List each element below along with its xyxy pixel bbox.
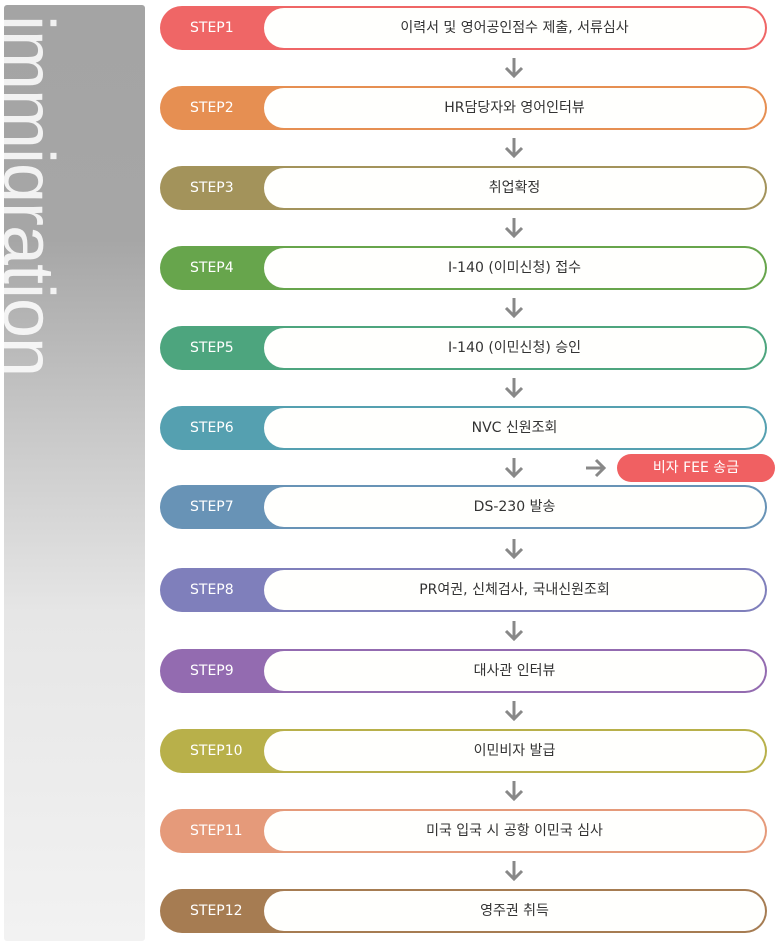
arrow-down-icon — [504, 58, 524, 79]
step-description: NVC 신원조회 — [264, 408, 765, 448]
step-row: STEP10 이민비자 발급 — [160, 729, 767, 773]
step-row: STEP5 I-140 (이민신청) 승인 — [160, 326, 767, 370]
step-description: 미국 입국 시 공항 이민국 심사 — [264, 811, 765, 851]
arrow-down-icon — [504, 538, 524, 559]
step-label: STEP1 — [190, 20, 234, 36]
step-description: I-140 (이미신청) 접수 — [264, 248, 765, 288]
step-label: STEP3 — [190, 180, 234, 196]
step-row: STEP4 I-140 (이미신청) 접수 — [160, 246, 767, 290]
arrow-down-icon — [504, 781, 524, 802]
visa-fee-badge: 비자 FEE 송금 — [617, 454, 775, 482]
step-row: STEP12 영주권 취득 — [160, 889, 767, 933]
step-description: 취업확정 — [264, 168, 765, 208]
step-label: STEP4 — [190, 260, 234, 276]
step-label: STEP7 — [190, 499, 234, 515]
step-row: STEP6 NVC 신원조회 — [160, 406, 767, 450]
arrow-down-icon — [504, 620, 524, 641]
arrow-right-icon — [586, 458, 607, 478]
step-label: STEP12 — [190, 903, 243, 919]
step-label: STEP8 — [190, 582, 234, 598]
step-description: 이력서 및 영어공인점수 제출, 서류심사 — [264, 8, 765, 48]
step-label: STEP6 — [190, 420, 234, 436]
arrow-down-icon — [504, 378, 524, 399]
step-row: STEP9 대사관 인터뷰 — [160, 649, 767, 693]
step-row: STEP2 HR담당자와 영어인터뷰 — [160, 86, 767, 130]
step-description: 영주권 취득 — [264, 891, 765, 931]
sidebar-title: immigration — [4, 15, 68, 377]
step-label: STEP11 — [190, 823, 243, 839]
arrow-down-icon — [504, 298, 524, 319]
arrow-down-icon — [504, 218, 524, 239]
arrow-down-icon — [504, 861, 524, 882]
step-label: STEP2 — [190, 100, 234, 116]
arrow-down-icon — [504, 457, 524, 478]
step-description: DS-230 발송 — [264, 487, 765, 527]
step-row: STEP1 이력서 및 영어공인점수 제출, 서류심사 — [160, 6, 767, 50]
step-row: STEP11 미국 입국 시 공항 이민국 심사 — [160, 809, 767, 853]
step-row: STEP3 취업확정 — [160, 166, 767, 210]
step-row: STEP8 PR여권, 신체검사, 국내신원조회 — [160, 568, 767, 612]
step-label: STEP9 — [190, 663, 234, 679]
step-description: HR담당자와 영어인터뷰 — [264, 88, 765, 128]
step-label: STEP10 — [190, 743, 243, 759]
immigration-sidebar: immigration — [4, 5, 145, 941]
step-label: STEP5 — [190, 340, 234, 356]
step-description: PR여권, 신체검사, 국내신원조회 — [264, 570, 765, 610]
step-row: STEP7 DS-230 발송 — [160, 485, 767, 529]
arrow-down-icon — [504, 138, 524, 159]
arrow-down-icon — [504, 701, 524, 722]
step-description: 대사관 인터뷰 — [264, 651, 765, 691]
step-description: I-140 (이민신청) 승인 — [264, 328, 765, 368]
step-description: 이민비자 발급 — [264, 731, 765, 771]
